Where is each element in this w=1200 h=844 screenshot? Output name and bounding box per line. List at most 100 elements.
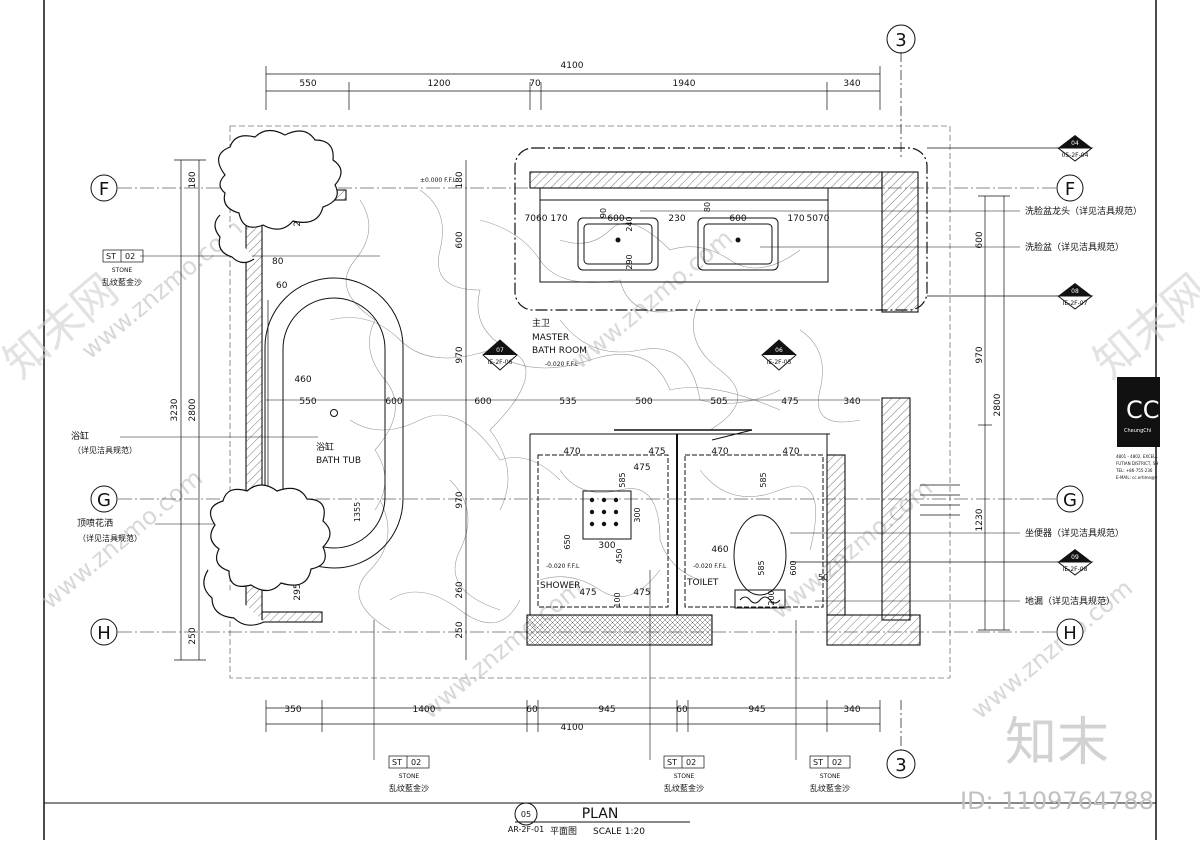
v-dim-60: 60 <box>276 281 288 291</box>
bottom-dimension-texts: 350 1400 60 945 60 945 340 4100 <box>284 705 860 733</box>
svg-text:乱纹藍金沙: 乱纹藍金沙 <box>389 783 429 793</box>
title-scale: SCALE 1:20 <box>593 827 645 837</box>
title-plan: PLAN <box>582 806 619 822</box>
svg-text:08: 08 <box>1071 288 1079 295</box>
shower-dim-585: 585 <box>618 472 627 487</box>
svg-text:3: 3 <box>895 30 906 51</box>
grid-bubble-3-top: 3 <box>886 24 916 54</box>
grid-bubble-g-left: G <box>90 485 118 513</box>
marble-veins <box>329 189 861 631</box>
callout-shower-head-spec: （详见洁具规范） <box>78 533 142 543</box>
svg-text:3: 3 <box>895 755 906 776</box>
niche-dim-bottom: 295 <box>293 583 303 600</box>
title-block: 05 AR-2F-01 PLAN 平面图 SCALE 1:20 <box>508 802 690 837</box>
stone-tag-bottom-2: ST 02 STONE 乱纹藍金沙 <box>649 570 705 793</box>
shower-dim-475d: 475 <box>633 588 650 598</box>
callout-toilet: 坐便器（详见洁具规范） <box>1025 527 1124 539</box>
svg-text:02: 02 <box>686 758 696 767</box>
svg-text:05-2F-04: 05-2F-04 <box>1062 152 1089 159</box>
shower-dim-650: 650 <box>563 534 572 549</box>
dim-top-4: 1940 <box>673 79 696 89</box>
row-dim-1: 550 <box>299 397 316 407</box>
stone-tag-bottom-1: ST 02 STONE 乱纹藍金沙 <box>373 620 430 793</box>
section-marker-08: 08 IE-2F-07 <box>927 283 1094 310</box>
svg-text:G: G <box>1063 490 1077 511</box>
svg-text:TEL: +86-755-236: TEL: +86-755-236 <box>1115 468 1153 473</box>
svg-text:F: F <box>1065 179 1075 200</box>
room-outline-dashed <box>229 125 951 679</box>
v-dim-80a: 80 <box>272 257 284 267</box>
row-dim-4: 535 <box>559 397 576 407</box>
svg-text:H: H <box>97 623 111 644</box>
sink-dim-170b: 170 <box>787 214 804 224</box>
callout-shower-head: 顶喷花洒 <box>77 517 113 529</box>
wc-dim-470b: 470 <box>782 447 799 457</box>
sink-dim-5070: 5070 <box>807 214 830 224</box>
grid-bubble-h-left: H <box>90 618 118 646</box>
vanity <box>514 147 928 311</box>
bathtub-label-cn: 浴缸 <box>316 441 334 453</box>
sink-dim-230: 230 <box>668 214 685 224</box>
shower-dim-475a: 475 <box>648 447 665 457</box>
dim-bot-5: 60 <box>676 705 688 715</box>
svg-text:乱纹藍金沙: 乱纹藍金沙 <box>102 277 142 287</box>
dim-left-bottom: 250 <box>188 627 198 644</box>
dim-top-total: 4100 <box>561 61 584 71</box>
shower-dim-475b: 475 <box>633 463 650 473</box>
svg-text:乱纹藍金沙: 乱纹藍金沙 <box>664 783 704 793</box>
svg-text:07: 07 <box>496 347 504 354</box>
section-marker-06: 06 IE-2F-05 <box>761 339 797 371</box>
shower-dim-300v: 300 <box>633 507 642 522</box>
watermark-layer: 知末网 www.znzmo.com www.znzmo.com www.znzm… <box>0 214 1200 725</box>
sink-dim-240: 240 <box>625 216 634 231</box>
wc-dim-585b: 585 <box>757 560 766 575</box>
shower-dim-475c: 475 <box>579 588 596 598</box>
shower-dim-100: 100 <box>613 592 622 607</box>
svg-text:02: 02 <box>832 758 842 767</box>
shower-dim-300h: 300 <box>598 541 615 551</box>
grid-bubble-h-right: H <box>1056 618 1084 646</box>
svg-text:4801 - 4802, EXCELL: 4801 - 4802, EXCELL <box>1116 454 1158 459</box>
room-level: -0.020 F.F.L <box>545 361 579 368</box>
svg-text:STONE: STONE <box>820 773 841 780</box>
svg-text:IE-2F-05: IE-2F-05 <box>767 359 792 366</box>
toilet <box>733 514 787 609</box>
row-dim-8: 340 <box>843 397 860 407</box>
left-dimension-texts: 3230 2800 180 250 180 600 970 970 260 25… <box>170 171 465 644</box>
sink-dim-600a: 600 <box>607 214 624 224</box>
wc-dim-470a: 470 <box>711 447 728 457</box>
shower-dim-450: 450 <box>615 548 624 563</box>
room-labels: 主卫 MASTER BATH ROOM -0.020 F.F.L 浴缸 BATH… <box>316 177 727 591</box>
row-dim-2: 600 <box>385 397 402 407</box>
grid-bubble-f-right: F <box>1056 174 1084 202</box>
dim-mid-e: 260 <box>455 581 465 598</box>
dim-top-5: 340 <box>843 79 860 89</box>
shower-toilet-enclosure <box>529 429 830 615</box>
dim-left-total: 3230 <box>170 398 180 421</box>
dim-mid-a: 180 <box>455 171 465 188</box>
dim-bot-3: 60 <box>526 705 538 715</box>
svg-text:G: G <box>97 490 111 511</box>
row-dim-3: 600 <box>474 397 491 407</box>
section-marker-07: 07 IE-2F-06 <box>482 339 518 371</box>
image-id-text: ID: 1109764788 <box>960 787 1154 815</box>
dim-left-top: 180 <box>188 171 198 188</box>
room-master-cn: 主卫 <box>532 317 550 329</box>
wc-dim-460: 460 <box>711 545 728 555</box>
row-dim-5: 500 <box>635 397 652 407</box>
dim-bot-4: 945 <box>598 705 615 715</box>
plant-top-left <box>214 129 342 264</box>
svg-text:09: 09 <box>1071 554 1079 561</box>
sink-dim-600b: 600 <box>729 214 746 224</box>
brand-watermark: 知末 ID: 1109764788 <box>960 713 1154 815</box>
dim-top-3: 70 <box>529 79 541 89</box>
svg-text:STONE: STONE <box>674 773 695 780</box>
top-dimensions <box>265 52 902 160</box>
watermark-site-4: www.znzmo.com <box>416 574 588 725</box>
top-level: ±0.000 F.F.L <box>420 177 457 184</box>
dim-right-b: 970 <box>975 346 985 363</box>
right-callouts: 洗脸盆龙头（详见洁具规范） 洗脸盆（详见洁具规范） 坐便器（详见洁具规范） 地漏… <box>1025 205 1142 607</box>
walls <box>245 171 921 646</box>
svg-text:04: 04 <box>1071 140 1079 147</box>
